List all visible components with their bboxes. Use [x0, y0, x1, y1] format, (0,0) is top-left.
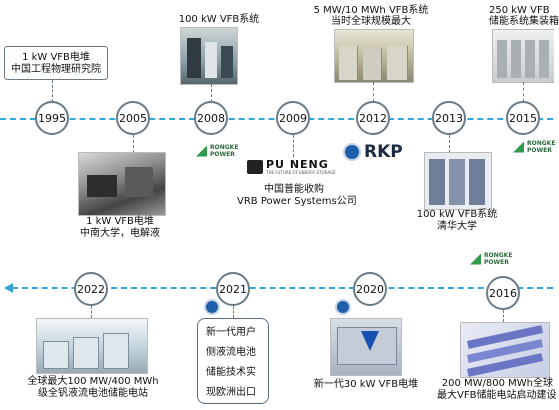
year-node-2012: 2012 [356, 101, 390, 135]
photo-2012-facility [334, 29, 414, 83]
year-node-2013: 2013 [432, 101, 466, 135]
seal-2020-icon [335, 299, 351, 315]
puneng-logo: PU NENG THE FUTURE OF ENERGY STORAGE [247, 159, 336, 175]
photo-2022-station [36, 318, 148, 374]
year-node-2020: 2020 [353, 272, 387, 306]
year-node-2016: 2016 [486, 276, 520, 310]
photo-2015-container [492, 29, 554, 83]
photo-2008-system [180, 27, 238, 85]
caption-2016: 200 MW/800 MWh全球 最大VFB储能电站启动建设 [437, 378, 557, 401]
year-node-2005: 2005 [116, 101, 150, 135]
year-node-2021: 2021 [216, 272, 250, 306]
timeline-axis-bottom [12, 287, 553, 289]
seal-2021-icon [204, 299, 220, 315]
photo-2016-aerial [460, 322, 550, 378]
stem-2022 [91, 306, 92, 318]
year-node-2022: 2022 [74, 272, 108, 306]
caption-2008: 100 kW VFB系统 [178, 14, 260, 25]
rkp-seal-icon [343, 143, 361, 161]
rkp-logo: RKP [343, 142, 403, 162]
stem-1995 [52, 80, 53, 102]
stem-2013 [449, 135, 450, 153]
caption-2021-box: 新一代用户 侧液流电池 储能技术实 现欧洲出口 [197, 318, 269, 404]
caption-1995: 1 kW VFB电堆 中国工程物理研究院 [4, 46, 108, 80]
caption-2022: 全球最大100 MW/400 MWh 级全钒液流电池储能电站 [27, 376, 159, 399]
photo-2013-system [424, 152, 492, 210]
year-node-2008: 2008 [194, 101, 228, 135]
rongke-mark-icon [513, 141, 524, 153]
photo-2020-stack [330, 318, 402, 376]
photo-2005-lab [78, 152, 166, 216]
stem-2009 [293, 135, 294, 157]
year-node-2015: 2015 [506, 101, 540, 135]
rongke-mark-icon [196, 145, 207, 157]
caption-2020: 新一代30 kW VFB电堆 [313, 379, 419, 390]
stem-2015 [523, 82, 524, 102]
timeline-arrow-left-icon [4, 283, 13, 293]
caption-2005: 1 kW VFB电堆 中南大学，电解液 [80, 216, 160, 239]
caption-2009: 中国普能收购 VRB Power Systems公司 [237, 184, 357, 207]
year-node-1995: 1995 [35, 101, 69, 135]
stem-2008 [211, 84, 212, 102]
rongke-mark-icon [470, 253, 481, 265]
puneng-mark-icon [247, 160, 263, 174]
stem-2021 [233, 306, 234, 318]
caption-2015: 250 kW VFB 储能系统集装箱 [489, 5, 559, 27]
stem-2012 [373, 82, 374, 102]
year-node-2009: 2009 [276, 101, 310, 135]
stem-2016 [503, 310, 504, 322]
v-brand-mark-icon [361, 331, 379, 351]
stem-2005 [133, 135, 134, 153]
caption-2013: 100 kW VFB系统 清华大学 [416, 209, 498, 232]
caption-2012: 5 MW/10 MWh VFB系统 当时全球规模最大 [313, 5, 429, 27]
